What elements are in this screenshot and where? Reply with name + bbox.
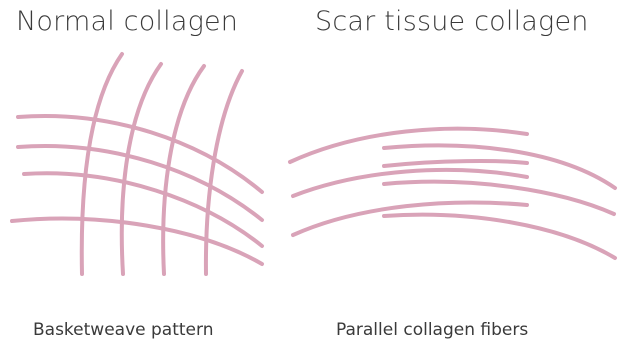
scar-fiber-7 bbox=[384, 215, 615, 258]
scar-fiber-3 bbox=[384, 161, 527, 166]
normal-vertical-fiber-3 bbox=[163, 66, 204, 274]
scar-collagen-caption: Parallel collagen fibers bbox=[336, 320, 528, 340]
normal-horizontal-fiber-3 bbox=[24, 173, 262, 246]
normal-horizontal-fiber-4 bbox=[12, 219, 262, 264]
scar-collagen-fibers bbox=[290, 129, 615, 258]
normal-collagen-caption: Basketweave pattern bbox=[33, 320, 213, 340]
scar-fiber-5 bbox=[384, 182, 614, 214]
normal-horizontal-fiber-1 bbox=[18, 116, 262, 192]
normal-horizontal-fiber-2 bbox=[18, 146, 262, 220]
normal-vertical-fiber-1 bbox=[82, 54, 122, 274]
normal-collagen-fibers bbox=[12, 54, 262, 274]
normal-vertical-fiber-2 bbox=[122, 64, 161, 274]
